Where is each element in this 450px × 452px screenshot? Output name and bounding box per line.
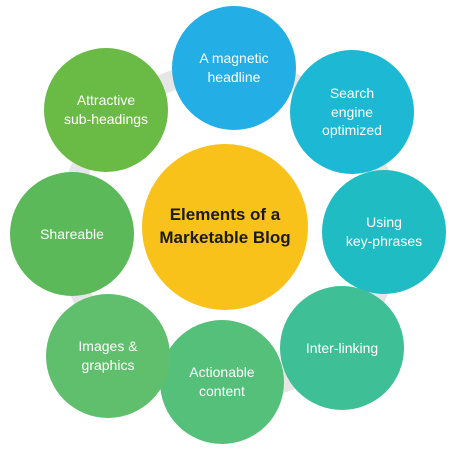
node-attractive-sub-headings: Attractive sub-headings [44, 48, 168, 172]
node-actionable-content: Actionable content [160, 320, 284, 444]
node-using-key-phrases: Using key-phrases [322, 170, 446, 294]
node-magnetic-headline: A magnetic headline [172, 6, 296, 130]
node-shareable: Shareable [10, 172, 134, 296]
node-inter-linking: Inter-linking [280, 286, 404, 410]
node-images-graphics: Images & graphics [46, 294, 170, 418]
node-search-engine-optimized: Search engine optimized [290, 50, 414, 174]
center-title: Elements of a Marketable Blog [142, 144, 308, 310]
